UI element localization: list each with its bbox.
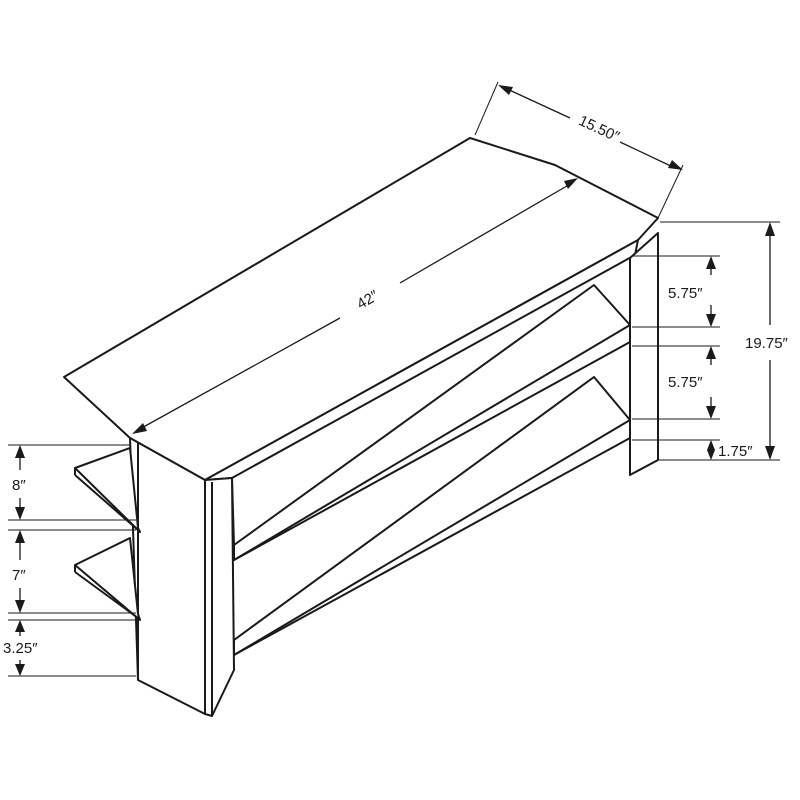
left-upper-shelf xyxy=(74,447,141,533)
front-left-post xyxy=(204,477,235,717)
right-side-panel xyxy=(629,232,659,476)
depth-arrow-right xyxy=(668,160,683,170)
left-bottom-gap-arrow-top xyxy=(15,620,25,632)
depth-label: 15.50″ xyxy=(576,112,623,146)
left-middle-gap-label: 7″ xyxy=(12,567,26,584)
depth-extension-right xyxy=(657,164,684,219)
right-middle-gap-arrow-bottom xyxy=(706,406,716,419)
left-upper-gap-arrow-top xyxy=(15,445,25,458)
width-arrow-left xyxy=(132,423,147,434)
right-middle-gap-label: 5.75″ xyxy=(668,374,703,391)
depth-extension-left xyxy=(474,81,499,136)
tv-stand xyxy=(63,137,659,717)
dimension-lines: 15.50″ 42″ 19.75″ 5.75″ 5.75″ xyxy=(3,81,789,677)
total-height-arrow-top xyxy=(765,222,775,236)
left-upper-gap-arrow-bottom xyxy=(15,507,25,520)
width-dimension-line-b xyxy=(399,182,573,284)
left-middle-gap-arrow-bottom xyxy=(15,600,25,613)
right-bottom-arrow-top xyxy=(707,440,715,450)
right-upper-gap-label: 5.75″ xyxy=(668,285,703,302)
right-upper-shelf-edge xyxy=(233,341,631,561)
right-lower-shelf-edge xyxy=(233,437,631,656)
width-dimension-line-a xyxy=(137,317,341,431)
right-middle-gap-arrow-top xyxy=(706,346,716,359)
left-bottom-clearance-label: 3.25″ xyxy=(3,640,38,657)
left-lower-shelf-edge xyxy=(74,571,139,619)
left-upper-gap-label: 8″ xyxy=(12,477,26,494)
total-height-label: 19.75″ xyxy=(745,335,789,352)
left-lower-shelf xyxy=(74,537,141,621)
depth-arrow-left xyxy=(498,85,513,95)
width-arrow-right xyxy=(564,178,578,189)
total-height-arrow-bottom xyxy=(765,446,775,460)
right-upper-shelf xyxy=(233,284,631,561)
right-upper-gap-arrow-bottom xyxy=(706,314,716,327)
right-upper-gap-arrow-top xyxy=(706,256,716,269)
right-bottom-clearance-label: 1.75″ xyxy=(718,443,753,460)
left-end-panel xyxy=(129,437,206,715)
left-upper-shelf-edge xyxy=(74,474,139,531)
depth-dimension-line-a xyxy=(504,87,571,119)
depth-dimension-line-b xyxy=(619,141,676,169)
left-bottom-gap-arrow-bottom xyxy=(15,664,25,676)
right-bottom-arrow-bottom xyxy=(707,450,715,460)
left-middle-gap-arrow-top xyxy=(15,530,25,543)
